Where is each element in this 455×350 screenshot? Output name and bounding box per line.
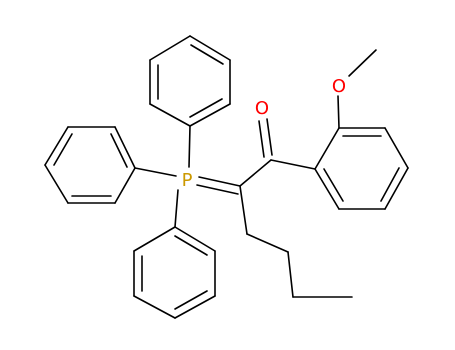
phenyl-ring-bottom (133, 226, 216, 319)
carbonyl-oxygen-label: O (255, 98, 269, 119)
bond (380, 167, 400, 202)
bond-ylide-double (196, 184, 239, 195)
bond (189, 98, 223, 118)
bond (174, 290, 208, 310)
bond (323, 168, 344, 202)
bond-oxygen-methyl (348, 49, 377, 77)
bond (174, 226, 216, 252)
bond-p-phenyl-top (188, 125, 191, 168)
bond-carbonyl-double (258, 120, 265, 158)
bond (190, 44, 224, 65)
bond (189, 35, 231, 61)
butyl-chain (239, 185, 353, 298)
bond (44, 126, 69, 166)
bond (114, 167, 136, 204)
bond-p-phenyl-left (134, 167, 177, 177)
bond (287, 251, 294, 298)
bond-ylide-double (198, 176, 241, 187)
bond (133, 295, 176, 319)
bond-p-phenyl-bottom (174, 189, 179, 228)
bond (189, 103, 231, 127)
bond (239, 185, 248, 235)
bond (314, 127, 340, 170)
bond (114, 126, 136, 169)
bond-carbonyl-double (266, 118, 273, 156)
bond (174, 295, 216, 319)
bond (384, 167, 409, 210)
bond (384, 127, 409, 169)
bond (53, 133, 73, 166)
phosphorus-atom-label: P (182, 170, 193, 191)
bond-aryl-oxygen (337, 95, 340, 129)
bond (246, 233, 289, 253)
bond (44, 164, 69, 204)
methoxyphenyl-ring (314, 127, 409, 210)
phenyl-ring-top (149, 35, 231, 127)
bond (270, 159, 316, 170)
bond (133, 226, 176, 252)
methoxy-oxygen-label: O (332, 76, 346, 97)
bond (239, 159, 272, 187)
bond (149, 35, 191, 61)
bond (149, 103, 191, 127)
phenyl-ring-left (44, 126, 136, 204)
bond (110, 133, 128, 168)
bond (314, 168, 340, 210)
bond (174, 235, 208, 256)
